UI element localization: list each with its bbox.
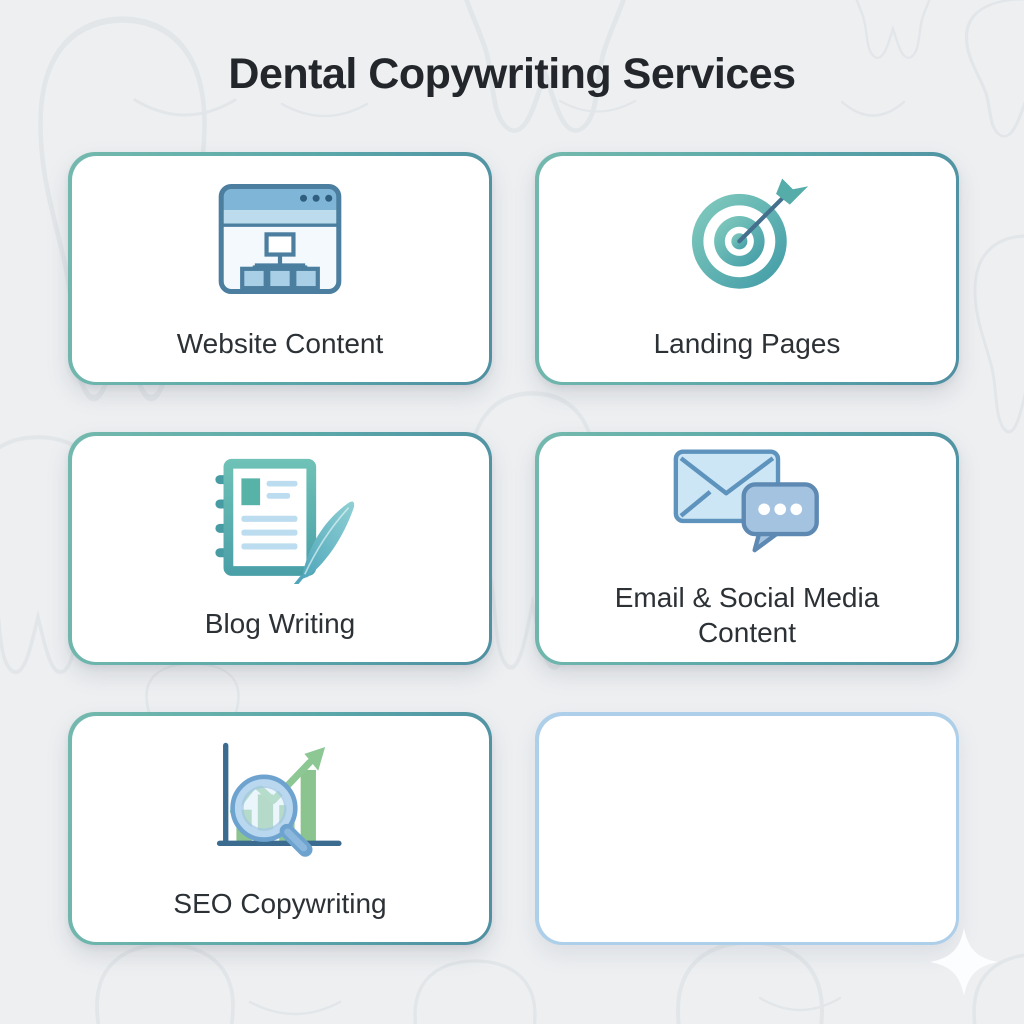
card-website-content[interactable]: Website Content (68, 152, 492, 385)
card-label: Blog Writing (204, 608, 356, 639)
card-blog-writing[interactable]: Blog Writing (68, 432, 492, 665)
target-arrow-icon (682, 176, 812, 302)
card-label: SEO Copywriting (173, 888, 387, 919)
notebook-quill-icon (200, 456, 360, 584)
empty-card-body (538, 715, 956, 942)
card-seo-copywriting[interactable]: SEO Copywriting (68, 712, 492, 945)
card-email-social[interactable]: Email & Social Media Content (535, 432, 959, 665)
page-title: Dental Copywriting Services (228, 50, 796, 98)
magnifier-chart-icon (215, 736, 345, 862)
card-label: Website Content (176, 328, 384, 359)
card-landing-pages[interactable]: Landing Pages (535, 152, 959, 385)
envelope-chat-icon (671, 448, 823, 556)
browser-sitemap-icon (217, 176, 343, 302)
services-grid: Website Content (68, 152, 959, 945)
card-label: Landing Pages (653, 328, 841, 359)
card-empty[interactable] (535, 712, 959, 945)
card-label: Email & Social Media Content (614, 581, 880, 648)
